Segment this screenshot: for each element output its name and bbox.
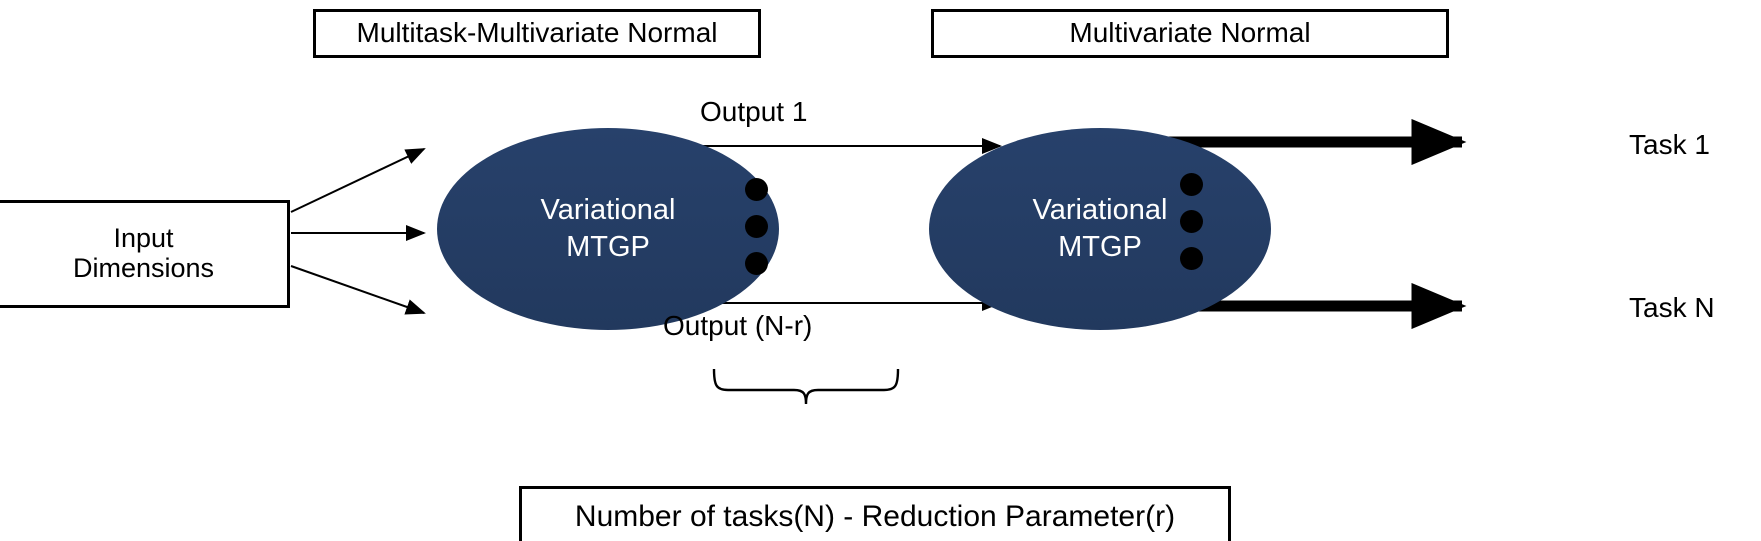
dot-icon — [1180, 247, 1203, 270]
label-box-multivariate-normal: Multivariate Normal — [931, 9, 1449, 58]
node-variational-mtgp-1-line-1: Variational — [540, 193, 676, 226]
node-variational-mtgp-1-line-2: MTGP — [566, 231, 650, 263]
input-dimensions-line-1: Input — [113, 223, 174, 254]
node-variational-mtgp-2-line-2: MTGP — [1058, 231, 1142, 263]
dot-icon — [1180, 173, 1203, 196]
input-arrow-bottom — [290, 265, 426, 315]
brace — [712, 368, 900, 405]
input-dimensions-line-2: Dimensions — [72, 253, 215, 283]
brace-caption-box: Number of tasks(N) - Reduction Parameter… — [519, 486, 1231, 541]
input-arrow-top — [290, 148, 426, 213]
node-variational-mtgp-1: Variational MTGP — [437, 128, 779, 330]
dot-icon — [745, 215, 768, 238]
vertical-ellipsis-icon-middle — [745, 178, 768, 275]
vertical-ellipsis-icon-right — [1180, 173, 1203, 270]
input-dimensions-box: Input Dimensions — [0, 200, 290, 308]
dot-icon — [745, 252, 768, 275]
node-variational-mtgp-2: Variational MTGP — [929, 128, 1271, 330]
edge-label-output-n-minus-r: Output (N-r) — [663, 310, 813, 341]
brace-caption-text: Number of tasks(N) - Reduction Parameter… — [574, 499, 1176, 533]
output-label-task-n: Task N — [1629, 292, 1715, 323]
input-fanout-arrows — [290, 148, 426, 315]
edge-label-output-1: Output 1 — [700, 96, 808, 127]
label-box-multitask-multivariate-normal: Multitask-Multivariate Normal — [313, 9, 761, 58]
node-variational-mtgp-2-line-1: Variational — [1032, 193, 1168, 226]
dot-icon — [745, 178, 768, 201]
label-box-multitask-multivariate-normal-text: Multitask-Multivariate Normal — [356, 17, 718, 49]
dot-icon — [1180, 210, 1203, 233]
output-label-task-1: Task 1 — [1629, 129, 1710, 160]
label-box-multivariate-normal-text: Multivariate Normal — [1069, 17, 1311, 49]
